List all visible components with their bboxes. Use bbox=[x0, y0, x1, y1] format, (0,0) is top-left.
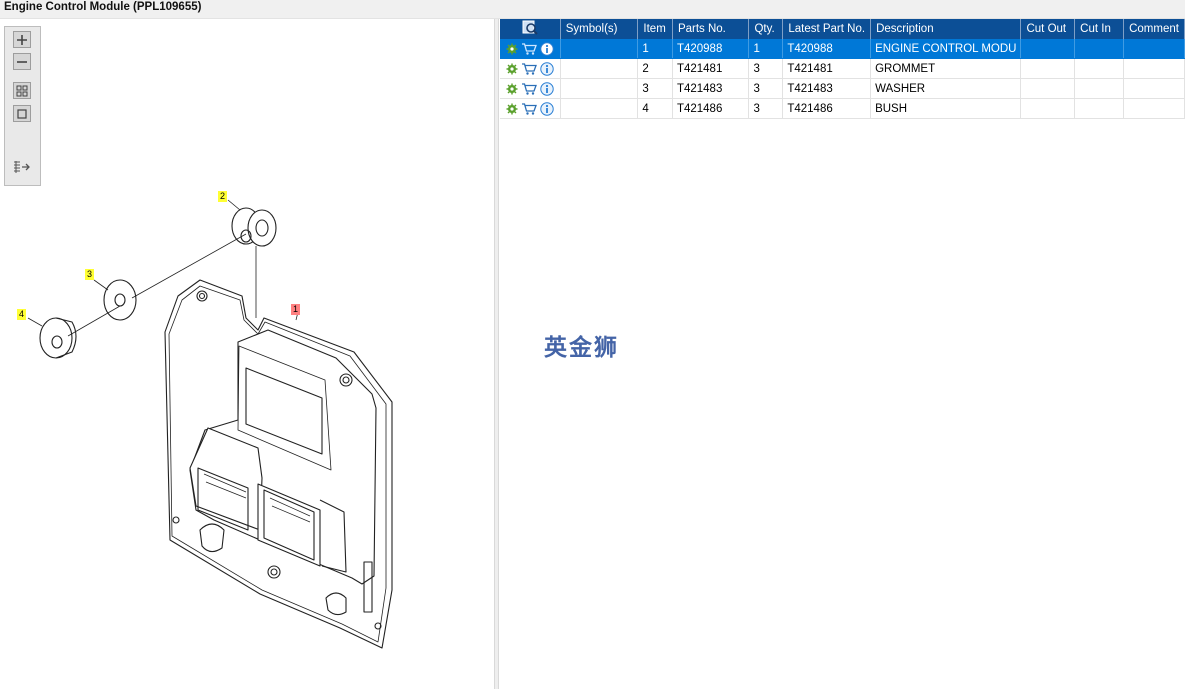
row-actions bbox=[500, 78, 561, 99]
column-header-qty[interactable]: Qty. bbox=[748, 19, 784, 39]
parts-table: Symbol(s) Item Parts No. Qty. Latest Par… bbox=[500, 19, 1185, 119]
cell-description: GROMMET bbox=[870, 58, 1022, 79]
cell-cut-in bbox=[1074, 98, 1125, 119]
cell-latest-part-no: T420988 bbox=[782, 39, 872, 59]
drawing-toolbar bbox=[4, 26, 41, 186]
zoom-in-icon bbox=[17, 34, 27, 45]
actual-size-button[interactable] bbox=[13, 105, 31, 122]
column-header-comment[interactable]: Comment bbox=[1123, 19, 1185, 39]
cell-description: ENGINE CONTROL MODU bbox=[870, 39, 1022, 59]
column-header-cut-out[interactable]: Cut Out bbox=[1020, 19, 1076, 39]
callout-1[interactable]: 1 bbox=[291, 304, 300, 315]
column-header-actions[interactable] bbox=[500, 19, 561, 39]
table-row[interactable]: 4 T421486 3 T421486 BUSH bbox=[500, 98, 1185, 119]
column-header-latest-part-no[interactable]: Latest Part No. bbox=[782, 19, 872, 39]
table-row[interactable]: 1 T420988 1 T420988 ENGINE CONTROL MODU bbox=[500, 39, 1185, 59]
gear-icon[interactable] bbox=[506, 43, 518, 55]
info-icon[interactable] bbox=[540, 41, 554, 56]
cell-symbols bbox=[560, 39, 639, 59]
zoom-out-button[interactable] bbox=[13, 53, 31, 70]
find-icon bbox=[522, 20, 538, 35]
cell-latest-part-no: T421481 bbox=[782, 58, 872, 79]
info-icon[interactable] bbox=[540, 81, 554, 96]
cell-latest-part-no: T421486 bbox=[782, 98, 872, 119]
cell-symbols bbox=[560, 98, 639, 119]
cell-latest-part-no: T421483 bbox=[782, 78, 872, 99]
column-header-symbols[interactable]: Symbol(s) bbox=[560, 19, 639, 39]
exploded-parts-drawing bbox=[27, 199, 393, 649]
table-row[interactable]: 3 T421483 3 T421483 WASHER bbox=[500, 78, 1185, 99]
cell-comment bbox=[1123, 98, 1185, 119]
cell-parts-no: T420988 bbox=[672, 39, 750, 59]
table-header-row: Symbol(s) Item Parts No. Qty. Latest Par… bbox=[500, 19, 1185, 39]
cell-cut-out bbox=[1020, 39, 1076, 59]
cell-cut-in bbox=[1074, 58, 1125, 79]
info-icon[interactable] bbox=[540, 61, 554, 76]
cell-qty: 3 bbox=[748, 58, 784, 79]
zoom-in-button[interactable] bbox=[13, 31, 31, 48]
callout-3[interactable]: 3 bbox=[85, 269, 94, 280]
cell-cut-out bbox=[1020, 98, 1076, 119]
gear-icon[interactable] bbox=[506, 63, 518, 75]
callout-4[interactable]: 4 bbox=[17, 309, 26, 320]
cart-icon[interactable] bbox=[521, 62, 537, 75]
column-header-item[interactable]: Item bbox=[637, 19, 673, 39]
cell-symbols bbox=[560, 58, 639, 79]
callout-2[interactable]: 2 bbox=[218, 191, 227, 202]
cell-parts-no: T421481 bbox=[672, 58, 750, 79]
cell-qty: 3 bbox=[748, 98, 784, 119]
pane-splitter[interactable] bbox=[494, 19, 499, 689]
cell-comment bbox=[1123, 58, 1185, 79]
cell-description: WASHER bbox=[870, 78, 1022, 99]
column-header-parts-no[interactable]: Parts No. bbox=[672, 19, 750, 39]
export-icon bbox=[14, 160, 30, 173]
cell-cut-in bbox=[1074, 39, 1125, 59]
gear-icon[interactable] bbox=[506, 103, 518, 115]
cell-cut-out bbox=[1020, 78, 1076, 99]
cell-parts-no: T421486 bbox=[672, 98, 750, 119]
cell-item: 3 bbox=[637, 78, 673, 99]
cell-comment bbox=[1123, 39, 1185, 59]
cell-item: 2 bbox=[637, 58, 673, 79]
title-bar: Engine Control Module (PPL109655) bbox=[0, 0, 1185, 19]
table-row[interactable]: 2 T421481 3 T421481 GROMMET bbox=[500, 58, 1185, 79]
cell-item: 1 bbox=[637, 39, 673, 59]
gear-icon[interactable] bbox=[506, 83, 518, 95]
column-header-description[interactable]: Description bbox=[870, 19, 1022, 39]
window-title: Engine Control Module (PPL109655) bbox=[4, 1, 202, 13]
cell-symbols bbox=[560, 78, 639, 99]
fit-all-icon bbox=[16, 85, 28, 96]
info-icon[interactable] bbox=[540, 101, 554, 116]
cell-qty: 1 bbox=[748, 39, 784, 59]
cell-item: 4 bbox=[637, 98, 673, 119]
fit-all-button[interactable] bbox=[13, 82, 31, 99]
cell-cut-out bbox=[1020, 58, 1076, 79]
zoom-out-icon bbox=[17, 60, 27, 63]
cart-icon[interactable] bbox=[521, 42, 537, 55]
row-actions bbox=[500, 58, 561, 79]
cart-icon[interactable] bbox=[521, 82, 537, 95]
cell-qty: 3 bbox=[748, 78, 784, 99]
row-actions bbox=[500, 39, 561, 59]
watermark-text: 英金狮 bbox=[544, 335, 619, 361]
cart-icon[interactable] bbox=[521, 102, 537, 115]
actual-size-icon bbox=[17, 108, 27, 119]
parts-list-grid: Symbol(s) Item Parts No. Qty. Latest Par… bbox=[500, 19, 1185, 689]
column-header-cut-in[interactable]: Cut In bbox=[1074, 19, 1125, 39]
cell-description: BUSH bbox=[870, 98, 1022, 119]
export-button[interactable] bbox=[13, 158, 31, 175]
row-actions bbox=[500, 98, 561, 119]
cell-comment bbox=[1123, 78, 1185, 99]
cell-cut-in bbox=[1074, 78, 1125, 99]
cell-parts-no: T421483 bbox=[672, 78, 750, 99]
